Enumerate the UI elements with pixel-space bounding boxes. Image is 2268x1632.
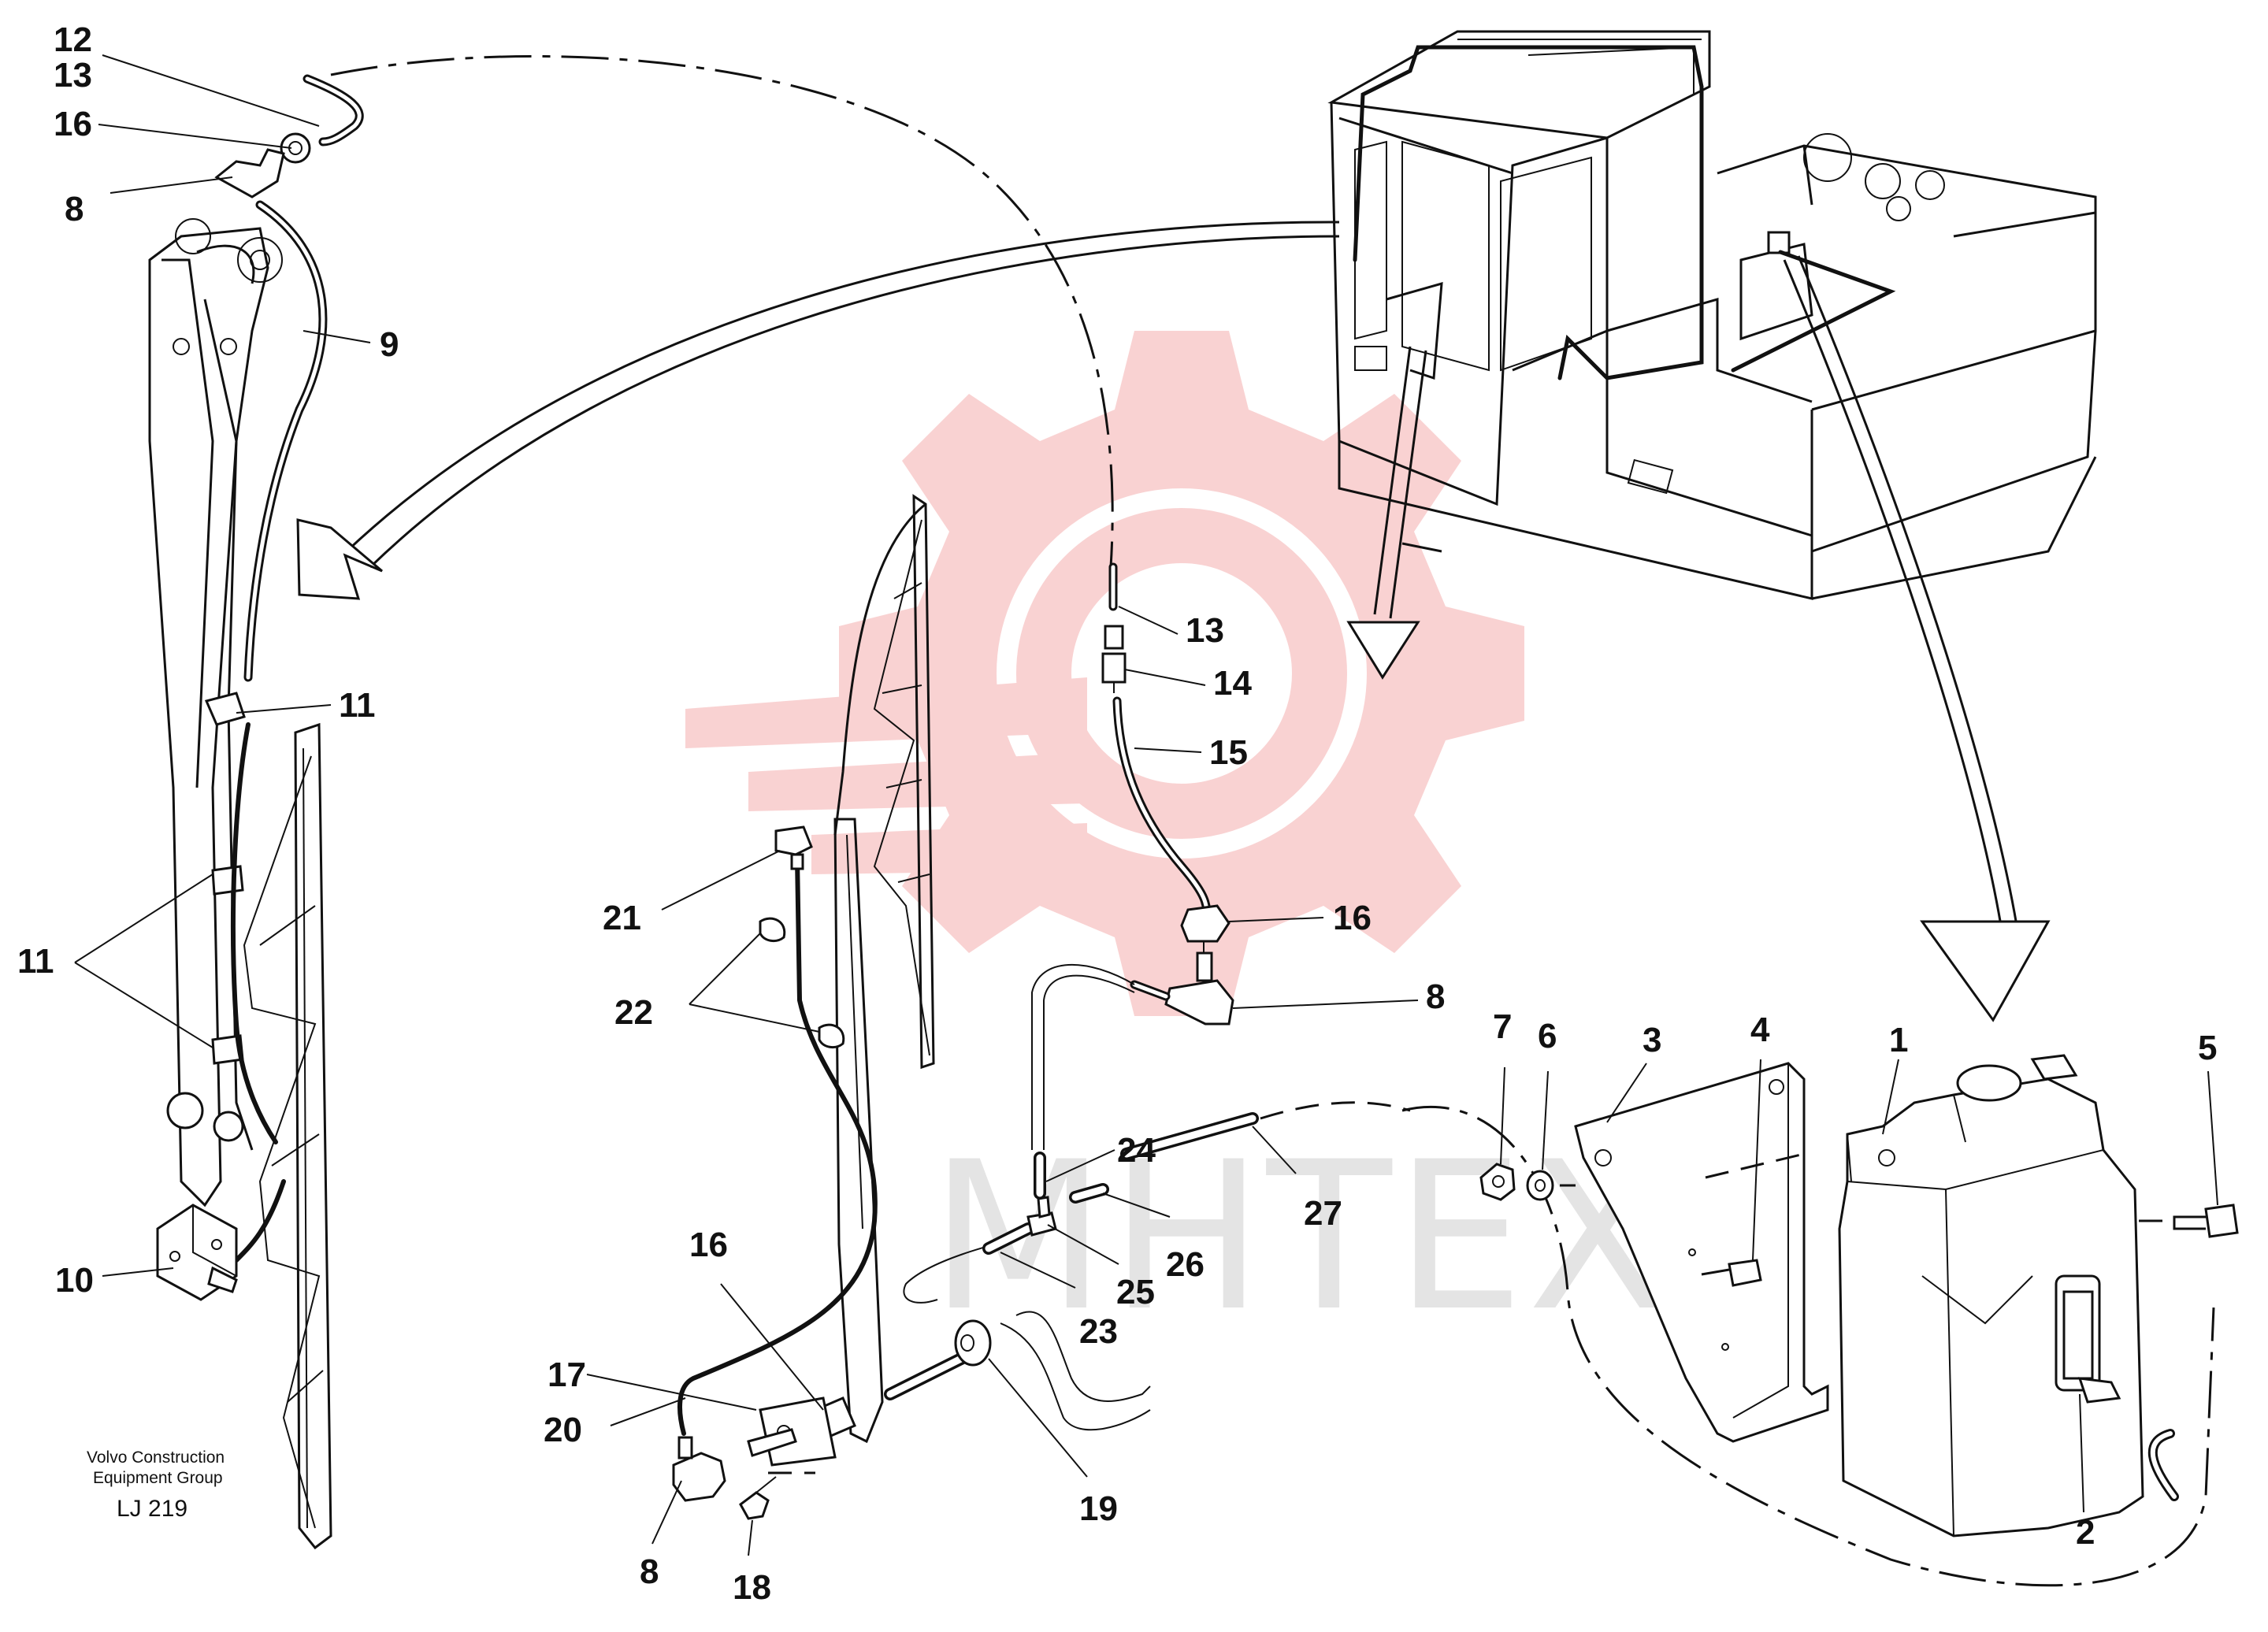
watermark-logo xyxy=(685,331,1524,1016)
label-25: 25 xyxy=(1116,1273,1155,1311)
label-9: 9 xyxy=(380,325,399,364)
label-12: 12 xyxy=(54,20,92,59)
company-name-line1: Volvo Construction xyxy=(87,1448,225,1467)
label-15: 15 xyxy=(1209,733,1248,772)
label-7: 7 xyxy=(1493,1007,1512,1046)
label-21: 21 xyxy=(603,899,641,937)
watermark-gear-icon xyxy=(839,331,1524,1016)
tank-bracket xyxy=(1574,1062,1829,1443)
label-26: 26 xyxy=(1166,1245,1205,1284)
label-5: 5 xyxy=(2198,1029,2217,1067)
label-3: 3 xyxy=(1643,1021,1661,1059)
pointer-arrows xyxy=(296,221,2051,1022)
arrow-center-head-icon xyxy=(1346,621,1420,680)
label-10: 10 xyxy=(55,1261,94,1300)
label-16-mid: 16 xyxy=(1333,899,1372,937)
label-18: 18 xyxy=(733,1568,771,1607)
left-wiper-assembly xyxy=(148,74,364,1550)
label-8-low: 8 xyxy=(640,1552,659,1591)
watermark-stripes-icon xyxy=(685,677,1087,874)
leader-lines xyxy=(74,54,2218,1556)
label-8-mid: 8 xyxy=(1426,977,1445,1016)
watermark-ring-icon xyxy=(1016,508,1347,839)
nut-washer xyxy=(1479,1163,1576,1201)
label-24: 24 xyxy=(1117,1131,1156,1170)
hose-route-lower xyxy=(1401,1105,2215,1587)
label-6: 6 xyxy=(1538,1017,1557,1055)
watermark-text: MHTEX xyxy=(930,1118,1671,1356)
label-8-top: 8 xyxy=(65,190,84,228)
arrow-left-head-icon xyxy=(296,518,383,600)
part-labels: 12 13 16 8 9 11 11 10 13 14 15 16 8 21 2… xyxy=(17,20,2217,1607)
center-hose-line xyxy=(1031,562,1234,1150)
label-20: 20 xyxy=(544,1411,582,1449)
label-22: 22 xyxy=(614,993,653,1032)
label-2: 2 xyxy=(2076,1513,2095,1552)
label-11-left: 11 xyxy=(17,942,54,981)
label-23: 23 xyxy=(1079,1312,1118,1351)
label-27: 27 xyxy=(1304,1194,1342,1233)
label-13-top: 13 xyxy=(54,56,92,95)
label-16-top: 16 xyxy=(54,105,92,143)
drawing-code: LJ 219 xyxy=(117,1496,187,1522)
label-19: 19 xyxy=(1079,1489,1118,1528)
label-11-upper: 11 xyxy=(339,686,376,725)
excavator-overview xyxy=(1327,30,2097,600)
center-wiper-assembly xyxy=(672,494,1411,1520)
label-14: 14 xyxy=(1213,664,1252,703)
hose-route-upper xyxy=(330,54,1114,568)
label-16-low: 16 xyxy=(689,1226,728,1264)
label-1: 1 xyxy=(1889,1021,1908,1059)
label-17: 17 xyxy=(548,1356,586,1394)
arrow-right-head-icon xyxy=(1920,920,2051,1022)
footer-caption: Volvo Construction Equipment Group LJ 21… xyxy=(87,1448,225,1522)
washer-tank xyxy=(1838,1054,2239,1537)
company-name-line2: Equipment Group xyxy=(93,1469,223,1487)
label-13-mid: 13 xyxy=(1186,611,1224,650)
label-4: 4 xyxy=(1750,1011,1770,1049)
